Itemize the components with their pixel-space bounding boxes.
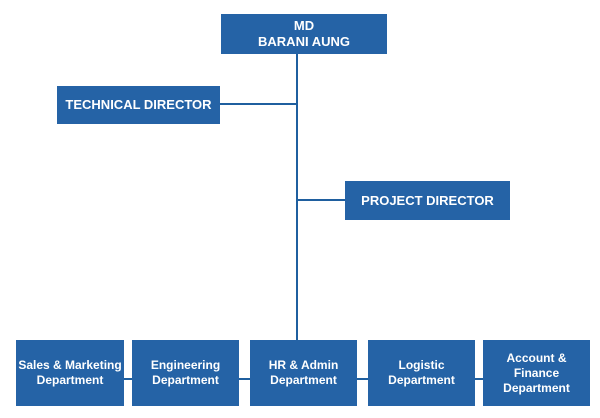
logistic-sublabel: Department (388, 373, 455, 387)
project-director-label: PROJECT DIRECTOR (361, 192, 494, 208)
vertical-trunk-line (296, 53, 298, 340)
sales-marketing-department-box: Sales & Marketing Department (16, 340, 124, 406)
logistic-label: Logistic (398, 358, 445, 372)
sales-marketing-label: Sales & Marketing (18, 358, 122, 372)
logistic-department-box: Logistic Department (368, 340, 475, 406)
technical-director-connector (220, 103, 297, 105)
hr-admin-label: HR & Admin (268, 358, 339, 372)
engineering-department-box: Engineering Department (132, 340, 239, 406)
account-finance-department-box: Account & Finance Department (483, 340, 590, 406)
engineering-label: Engineering (150, 358, 221, 372)
hr-admin-sublabel: Department (270, 373, 337, 387)
engineering-sublabel: Department (152, 373, 219, 387)
md-box: MD BARANI AUNG (221, 14, 387, 54)
project-director-connector (297, 199, 345, 201)
technical-director-box: TECHNICAL DIRECTOR (57, 86, 220, 124)
sales-marketing-sublabel: Department (36, 373, 104, 387)
hr-admin-department-box: HR & Admin Department (250, 340, 357, 406)
md-title: MD (293, 18, 315, 34)
project-director-box: PROJECT DIRECTOR (345, 181, 510, 220)
account-finance-label: Account & Finance (506, 350, 567, 380)
account-finance-sublabel: Department (503, 380, 570, 395)
technical-director-label: TECHNICAL DIRECTOR (65, 97, 212, 113)
md-name: BARANI AUNG (258, 34, 350, 49)
